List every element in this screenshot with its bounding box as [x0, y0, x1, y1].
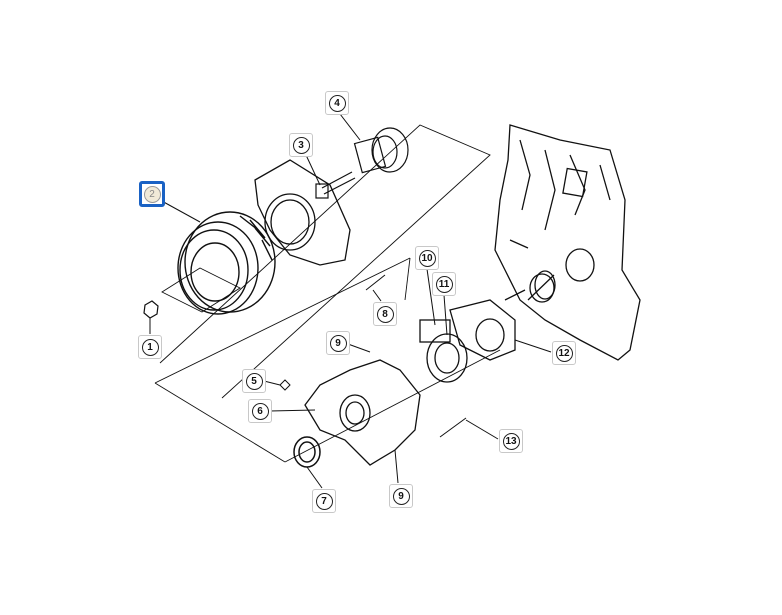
crankshaft-damper [161, 211, 276, 315]
callout-6[interactable]: 6 [248, 399, 272, 423]
callout-label: 1 [141, 338, 159, 356]
leader-lines [149, 113, 552, 489]
crank-sprocket-4 [353, 127, 409, 174]
callout-label: 13 [502, 432, 520, 450]
bolts [279, 274, 467, 438]
callout-3[interactable]: 3 [289, 133, 313, 157]
callout-label: 3 [292, 136, 310, 154]
callout-label: 11 [435, 275, 453, 293]
callout-2-selected[interactable]: 2 [139, 181, 165, 207]
callout-10[interactable]: 10 [415, 246, 439, 270]
callout-9-lower[interactable]: 9 [389, 484, 413, 508]
callout-label: 7 [315, 492, 333, 510]
callout-label: 5 [245, 372, 263, 390]
callout-label: 6 [251, 402, 269, 420]
callout-5[interactable]: 5 [242, 369, 266, 393]
callout-9-upper[interactable]: 9 [326, 331, 350, 355]
rear-timing-cover [254, 159, 351, 266]
callout-label: 2 [143, 185, 161, 203]
bolt-1 [143, 300, 159, 319]
oil-pump-assembly [419, 273, 555, 383]
callout-12[interactable]: 12 [552, 341, 576, 365]
callout-label: 10 [418, 249, 436, 267]
callout-label: 12 [555, 344, 573, 362]
callout-label: 9 [329, 334, 347, 352]
engine-block [494, 124, 641, 361]
callout-label: 4 [328, 94, 346, 112]
callout-label: 8 [376, 305, 394, 323]
callout-13[interactable]: 13 [499, 429, 523, 453]
callout-label: 9 [392, 487, 410, 505]
bolt-3 [315, 171, 356, 199]
front-timing-cover-6 [304, 359, 421, 466]
callout-7[interactable]: 7 [312, 489, 336, 513]
callout-11[interactable]: 11 [432, 272, 456, 296]
callout-4[interactable]: 4 [325, 91, 349, 115]
callout-1[interactable]: 1 [138, 335, 162, 359]
callout-8[interactable]: 8 [373, 302, 397, 326]
seal-7 [293, 436, 321, 468]
